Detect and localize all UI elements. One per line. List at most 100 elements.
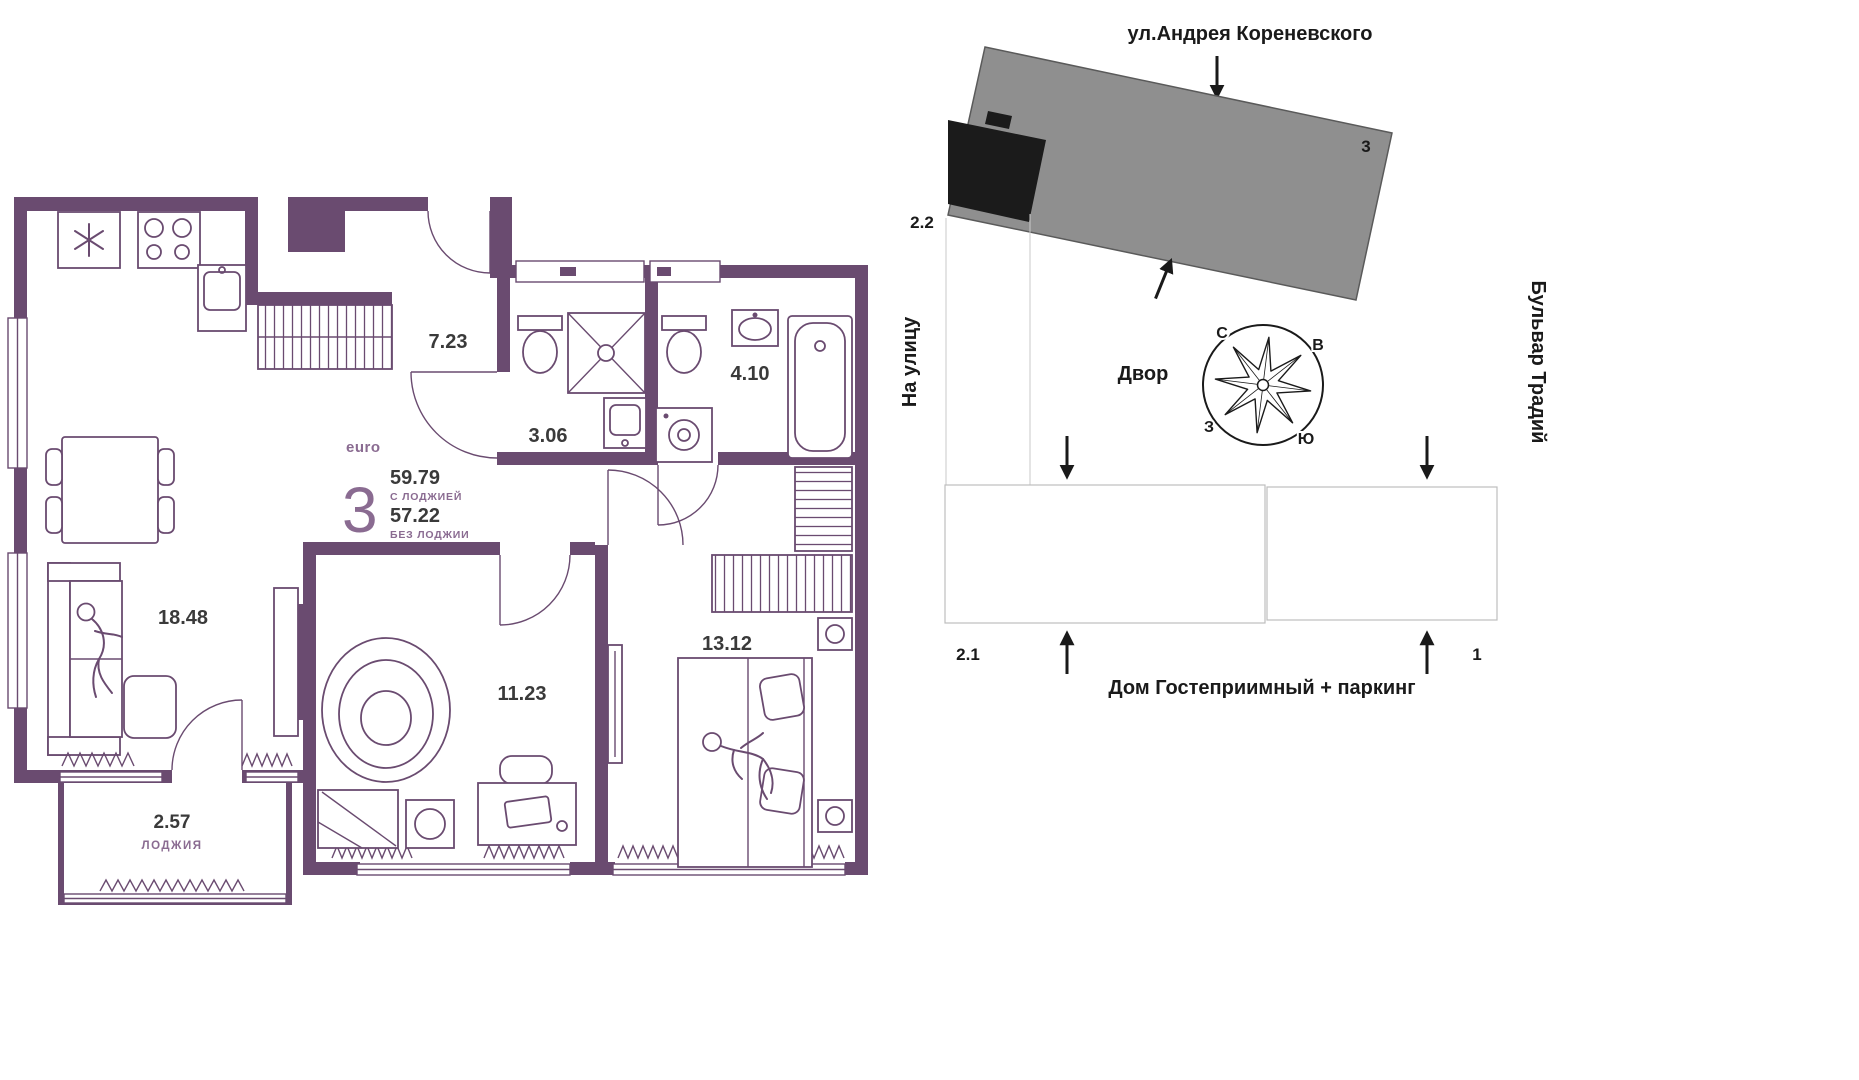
entrance-door (427, 210, 491, 274)
window (356, 863, 571, 876)
compass-center (1256, 378, 1270, 392)
wall-segment (14, 468, 27, 553)
apartment-summary: euro 3 59.79 С ЛОДЖИЕЙ 57.22 БЕЗ ЛОДЖИИ (342, 439, 470, 546)
wall-segment (490, 197, 512, 278)
washbasin (731, 309, 779, 347)
boulevard-label: Бульвар Традий (1527, 281, 1549, 444)
washbasin-small (603, 397, 647, 449)
building-section-highlight (948, 120, 1046, 222)
site-block-2-1 (944, 484, 1266, 624)
wall-segment (316, 542, 500, 555)
stove-icon (137, 211, 201, 269)
mug-icon (556, 820, 568, 832)
wall-segment (345, 197, 428, 211)
block-1-label: 1 (1472, 645, 1481, 664)
wall-segment (855, 265, 868, 875)
block-2-1-label: 2.1 (956, 645, 980, 664)
bathtub (787, 315, 853, 459)
wall-segment (14, 197, 27, 318)
chair (157, 448, 175, 486)
chair (45, 496, 63, 534)
bedroom-furniture (317, 637, 577, 849)
site-block-1 (1266, 486, 1498, 621)
compass-east: В (1312, 337, 1324, 354)
window (7, 552, 28, 709)
euro-label: euro (346, 439, 381, 456)
shower-room-area-label: 3.06 (529, 425, 568, 447)
radiator (99, 878, 245, 893)
wall-segment (303, 542, 316, 875)
person-figure-bed (702, 732, 774, 800)
egg-chair-inner (338, 659, 434, 769)
wall-segment (303, 862, 360, 875)
to-street-label: На улицу (899, 316, 921, 407)
dining-set (45, 436, 175, 544)
master-bedroom-furniture (607, 466, 853, 868)
loggia-wall (58, 783, 64, 905)
living-kitchen-area-label: 18.48 (158, 607, 208, 629)
bathroom (655, 309, 853, 463)
without-loggia-caption: БЕЗ ЛОДЖИИ (390, 529, 470, 541)
vent-shaft (515, 260, 645, 283)
egg-chair-seat (360, 690, 412, 746)
pillow (759, 767, 805, 815)
site-guide-lines (945, 214, 1031, 485)
compass-south: Ю (1298, 431, 1315, 448)
wall-segment (570, 862, 615, 875)
kitchen-furniture (57, 211, 247, 332)
shower (567, 312, 646, 394)
bedroom-door (499, 554, 571, 626)
site-plan: ул.Андрея Кореневского 3 2.2 На улицу Дв… (899, 23, 1549, 699)
wall-segment (595, 545, 608, 875)
wall-segment (845, 862, 868, 875)
wall-segment (645, 278, 658, 452)
stool (405, 799, 455, 849)
washing-machine (655, 407, 713, 463)
loggia-door (171, 699, 243, 771)
loggia-caption: ЛОДЖИЯ (142, 840, 203, 852)
desk-chair (499, 755, 553, 785)
street-name-top: ул.Андрея Кореневского (1127, 23, 1372, 45)
bathroom-area-label: 4.10 (731, 363, 770, 385)
bed (677, 657, 813, 868)
dining-table (61, 436, 159, 544)
radiator (61, 751, 135, 768)
rug (317, 789, 399, 849)
kitchen-sink (197, 264, 247, 332)
person-figure-sofa (76, 602, 123, 698)
tv-stand (273, 587, 303, 737)
wall-segment (14, 197, 258, 211)
chair (157, 496, 175, 534)
with-loggia-caption: С ЛОДЖИЕЙ (390, 490, 462, 503)
tv-icon (298, 604, 303, 720)
master-bedroom-area-label: 13.12 (702, 633, 752, 655)
building-number: 3 (1361, 137, 1370, 156)
site-bottom-caption: Дом Гостеприимный + паркинг (1108, 677, 1415, 699)
loggia-wall (286, 783, 292, 905)
window (245, 771, 299, 783)
shower-room-door (410, 371, 498, 459)
area-without-loggia: 57.22 (390, 505, 440, 527)
mirror (607, 644, 623, 764)
toilet (517, 315, 563, 374)
compass-west: З (1204, 419, 1214, 436)
area-with-loggia: 59.79 (390, 467, 440, 489)
bedroom-area-label: 11.23 (498, 683, 547, 705)
floor-plan: 18.48 7.23 3.06 4.10 11.23 13.12 2.57 ЛО… (7, 197, 868, 905)
bathroom-door (657, 464, 719, 526)
bedroom-master-door (607, 469, 684, 546)
room-labels: 18.48 7.23 3.06 4.10 11.23 13.12 2.57 ЛО… (142, 331, 770, 852)
sofa (47, 562, 177, 756)
nightstand (817, 799, 853, 833)
wall-segment (497, 452, 658, 465)
shower-room (517, 312, 647, 449)
window (7, 317, 28, 469)
loggia-glazing (63, 893, 287, 904)
wall-column (288, 197, 345, 252)
fridge-icon (57, 211, 121, 269)
rooms-count: 3 (342, 474, 378, 546)
windows (7, 260, 846, 904)
doors (171, 210, 719, 771)
wall-segment (14, 708, 27, 783)
